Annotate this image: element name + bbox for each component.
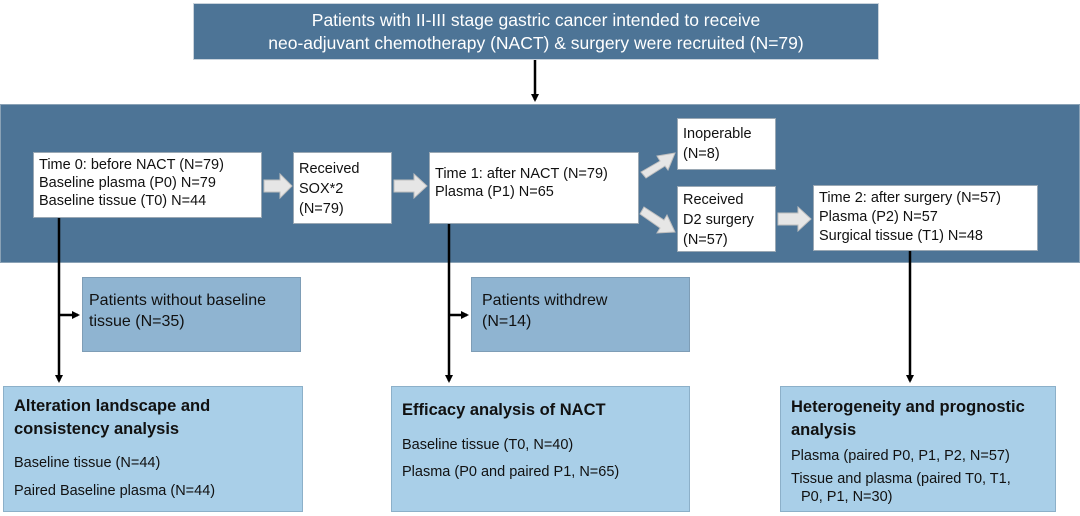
alteration-item-2: Paired Baseline plasma (N=44) bbox=[14, 483, 216, 499]
alteration-title-1: Alteration landscape and bbox=[14, 397, 211, 415]
d2-line-1: Received bbox=[683, 192, 744, 208]
block-arrow-d2-time2 bbox=[777, 205, 812, 233]
d2-surgery-box: Received D2 surgery (N=57) bbox=[677, 186, 776, 252]
sox-box: Received SOX*2 (N=79) bbox=[293, 152, 392, 224]
time2-line-2: Plasma (P2) N=57 bbox=[819, 209, 938, 225]
excluded-no-tissue-box: Patients without baseline tissue (N=35) bbox=[82, 277, 301, 352]
alteration-item-1: Baseline tissue (N=44) bbox=[14, 455, 161, 471]
time2-line-3: Surgical tissue (T1) N=48 bbox=[819, 228, 983, 244]
heterogeneity-item-3: P0, P1, N=30) bbox=[801, 489, 893, 505]
block-arrow-to-d2 bbox=[639, 206, 676, 234]
sox-line-1: Received bbox=[299, 161, 360, 177]
inoperable-box: Inoperable (N=8) bbox=[677, 118, 776, 170]
outcome-alteration-box: Alteration landscape and consistency ana… bbox=[3, 386, 303, 512]
efficacy-item-2: Plasma (P0 and paired P1, N=65) bbox=[402, 464, 620, 480]
inoperable-line-2: (N=8) bbox=[683, 146, 720, 162]
efficacy-title-1: Efficacy analysis of NACT bbox=[402, 401, 606, 419]
no-tissue-line-2: tissue (N=35) bbox=[89, 313, 185, 330]
d2-line-2: D2 surgery bbox=[683, 212, 754, 228]
block-arrow-time0-sox bbox=[263, 172, 293, 200]
withdrew-line-1: Patients withdrew bbox=[482, 292, 608, 309]
time0-line-1: Time 0: before NACT (N=79) bbox=[39, 157, 224, 173]
time2-line-1: Time 2: after surgery (N=57) bbox=[819, 190, 1001, 206]
withdrew-line-2: (N=14) bbox=[482, 313, 532, 330]
time0-line-3: Baseline tissue (T0) N=44 bbox=[39, 193, 207, 209]
excluded-withdrew-box: Patients withdrew (N=14) bbox=[471, 277, 690, 352]
recruitment-line-2: neo-adjuvant chemotherapy (NACT) & surge… bbox=[268, 33, 804, 53]
time1-line-2: Plasma (P1) N=65 bbox=[435, 184, 554, 200]
time1-line-1: Time 1: after NACT (N=79) bbox=[435, 166, 608, 182]
alteration-title-2: consistency analysis bbox=[14, 420, 180, 438]
time0-line-2: Baseline plasma (P0) N=79 bbox=[39, 175, 216, 191]
time2-box: Time 2: after surgery (N=57) Plasma (P2)… bbox=[813, 185, 1038, 251]
heterogeneity-item-2: Tissue and plasma (paired T0, T1, bbox=[791, 471, 1011, 487]
heterogeneity-title-2: analysis bbox=[791, 421, 857, 439]
sox-line-3: (N=79) bbox=[299, 201, 344, 217]
recruitment-line-1: Patients with II-III stage gastric cance… bbox=[311, 10, 761, 30]
recruitment-box: Patients with II-III stage gastric cance… bbox=[193, 3, 879, 60]
time1-box: Time 1: after NACT (N=79) Plasma (P1) N=… bbox=[429, 152, 639, 224]
d2-line-3: (N=57) bbox=[683, 232, 728, 248]
no-tissue-line-1: Patients without baseline bbox=[89, 292, 266, 309]
outcome-efficacy-box: Efficacy analysis of NACT Baseline tissu… bbox=[391, 386, 690, 512]
heterogeneity-title-1: Heterogeneity and prognostic bbox=[791, 398, 1025, 416]
time0-box: Time 0: before NACT (N=79) Baseline plas… bbox=[33, 152, 262, 218]
sox-line-2: SOX*2 bbox=[299, 181, 344, 197]
efficacy-item-1: Baseline tissue (T0, N=40) bbox=[402, 437, 574, 453]
outcome-heterogeneity-box: Heterogeneity and prognostic analysis Pl… bbox=[780, 386, 1056, 512]
block-arrow-to-inoperable bbox=[640, 152, 676, 179]
inoperable-line-1: Inoperable bbox=[683, 126, 752, 142]
block-arrow-sox-time1 bbox=[393, 172, 428, 200]
heterogeneity-item-1: Plasma (paired P0, P1, P2, N=57) bbox=[791, 448, 1010, 464]
